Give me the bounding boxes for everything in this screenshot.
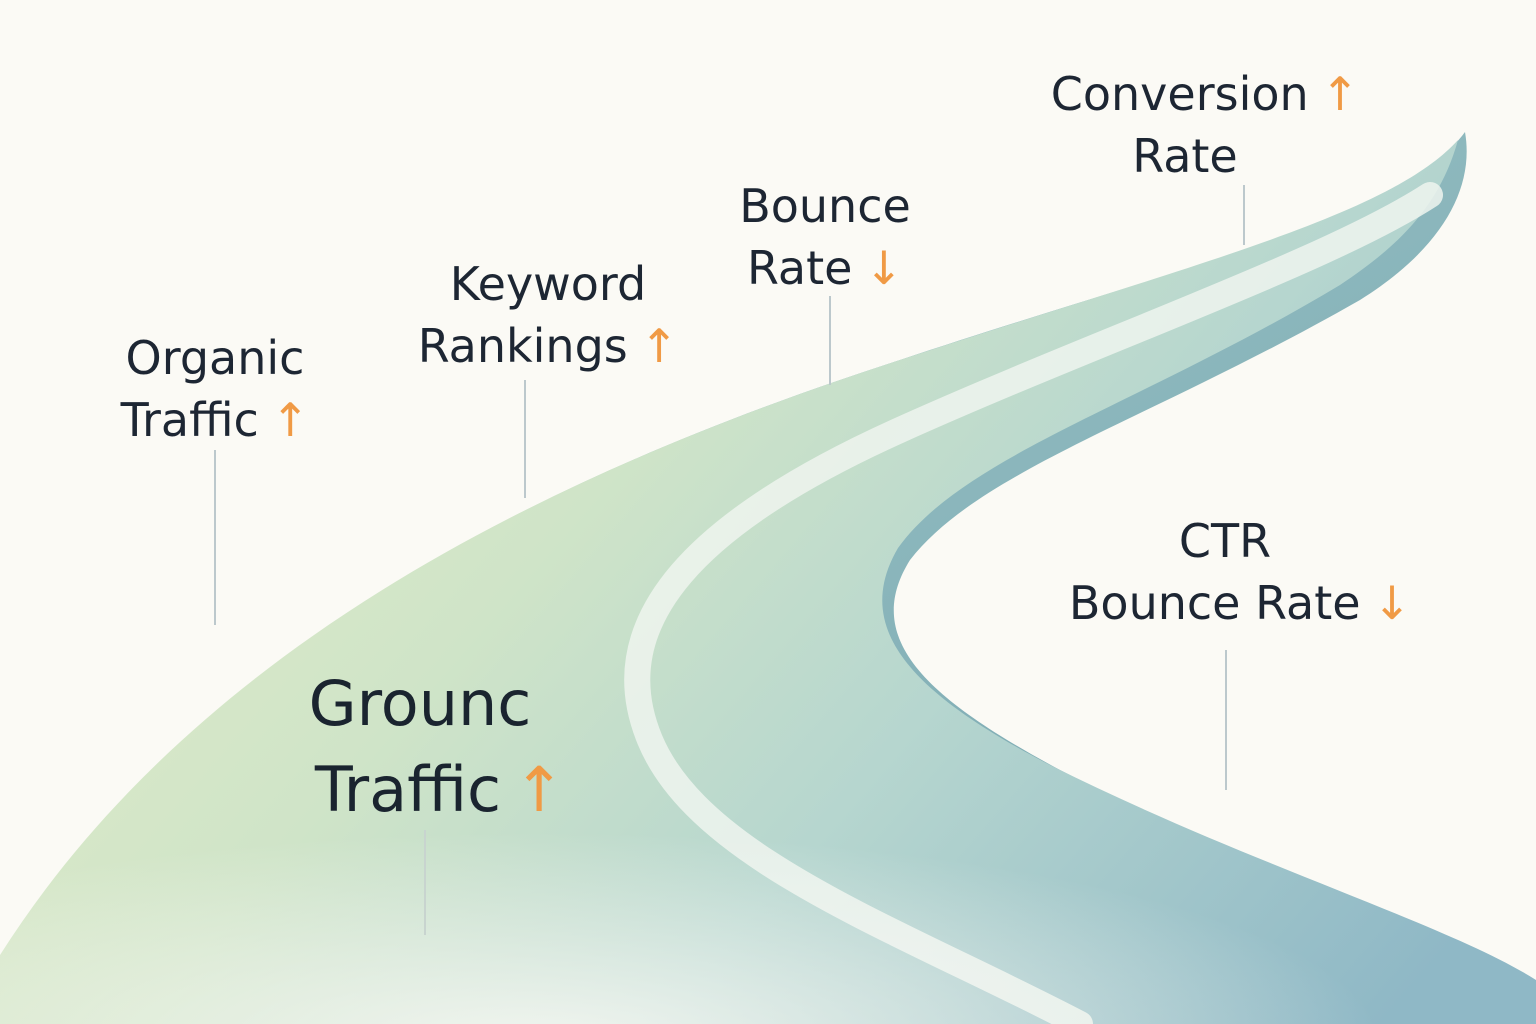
arrow-up-icon: ↑ xyxy=(1320,67,1360,121)
bounce-rate-line1: Bounce xyxy=(739,179,911,233)
metric-ctr-bounce-rate: CTR Bounce Rate↓ xyxy=(1040,510,1440,634)
keyword-rankings-line2-row: Rankings↑ xyxy=(398,315,698,377)
arrow-up-icon: ↑ xyxy=(270,393,310,447)
ground-traffic-line1: Grounc xyxy=(308,667,532,740)
organic-traffic-line1: Organic xyxy=(125,331,305,385)
bounce-rate-line2: Rate xyxy=(746,241,853,295)
metric-bounce-rate: Bounce Rate↓ xyxy=(700,175,950,299)
ctr-line2: Bounce Rate xyxy=(1068,576,1361,630)
arrow-down-icon: ↓ xyxy=(1372,576,1412,630)
ctr-line2-row: Bounce Rate↓ xyxy=(1040,572,1440,634)
ctr-line1: CTR xyxy=(1178,514,1272,568)
keyword-rankings-line2: Rankings xyxy=(417,319,628,373)
conversion-rate-line2: Rate xyxy=(1132,129,1238,183)
arrow-up-icon: ↑ xyxy=(513,753,566,826)
ground-traffic-line2: Traffic xyxy=(314,753,502,826)
bottom-fade xyxy=(0,640,1536,1024)
ground-traffic-line2-row: Traffic↑ xyxy=(290,747,590,833)
conversion-rate-line1-row: Conversion↑ xyxy=(1015,63,1395,125)
metric-ground-traffic: Grounc Traffic↑ xyxy=(290,661,590,833)
metric-conversion-rate: Conversion↑ Rate xyxy=(1015,63,1395,187)
arrow-down-icon: ↓ xyxy=(864,241,904,295)
arrow-up-icon: ↑ xyxy=(639,319,679,373)
metric-organic-traffic: Organic Traffic↑ xyxy=(90,327,340,451)
bounce-rate-line2-row: Rate↓ xyxy=(700,237,950,299)
metric-keyword-rankings: Keyword Rankings↑ xyxy=(398,253,698,377)
organic-traffic-line2: Traffic xyxy=(120,393,259,447)
organic-traffic-line2-row: Traffic↑ xyxy=(90,389,340,451)
conversion-rate-line1: Conversion xyxy=(1050,67,1309,121)
keyword-rankings-line1: Keyword xyxy=(449,257,647,311)
